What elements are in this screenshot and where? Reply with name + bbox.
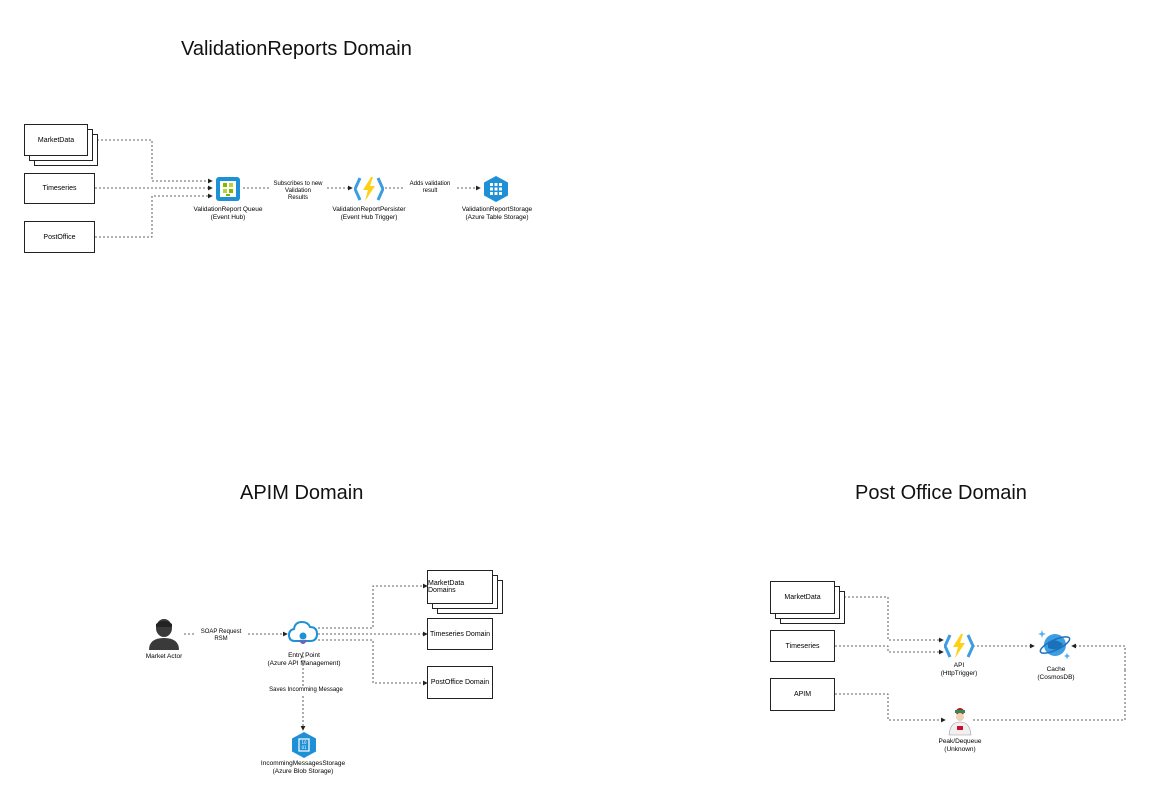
target-timeseries-box: Timeseries Domain — [427, 618, 493, 650]
azure-function-icon — [354, 177, 384, 201]
event-hub-type: (Event Hub) — [210, 214, 246, 222]
cache-name: Cache — [1046, 666, 1066, 673]
po-source-timeseries-box: Timeseries — [770, 630, 835, 662]
validation-domain-title: ValidationReports Domain — [181, 38, 412, 60]
source-postoffice-box: PostOffice — [24, 221, 95, 253]
api-name: API — [953, 662, 965, 669]
table-storage-type: (Azure Table Storage) — [465, 214, 529, 222]
entry-point-name: Entry Point — [288, 652, 320, 659]
edge-label-adds: Adds validation result — [405, 181, 455, 196]
api-label: API (HttpTrigger) — [929, 662, 989, 678]
http-trigger-function-icon — [944, 634, 974, 658]
source-marketdata-box: MarketData — [24, 124, 88, 156]
source-timeseries-box: Timeseries — [24, 173, 95, 204]
postoffice-domain-title: Post Office Domain — [855, 482, 1027, 504]
blob-storage-type: (Azure Blob Storage) — [272, 768, 334, 776]
peek-name: Peak/Dequeue — [938, 738, 982, 745]
market-actor-label: Market Actor — [145, 653, 183, 660]
cosmosdb-icon — [1038, 630, 1071, 659]
peek-label: Peak/Dequeue (Unknown) — [924, 738, 996, 754]
user-icon — [149, 619, 179, 650]
edge-label-soap-line1: SOAP Request — [200, 629, 242, 635]
po-source-marketdata-stack: MarketData — [770, 581, 846, 625]
persister-label: ValidationReportPersister (Event Hub Tri… — [326, 206, 412, 222]
blob-storage-label: IncommingMessagesStorage (Azure Blob Sto… — [255, 760, 351, 776]
apim-domain-title: APIM Domain — [240, 482, 364, 504]
edge-label-subscribe-line3: Results — [287, 195, 308, 202]
persister-type: (Event Hub Trigger) — [340, 214, 398, 222]
peek-type: (Unknown) — [944, 746, 976, 754]
svg-text:01: 01 — [301, 745, 307, 750]
edge-label-soap-line2: RSM — [214, 636, 228, 643]
source-marketdata-stack: MarketData — [24, 124, 98, 166]
target-postoffice-box: PostOffice Domain — [427, 666, 493, 699]
table-storage-name: ValidationReportStorage — [461, 206, 533, 213]
target-marketdata-box: MarketData Domains — [427, 570, 493, 604]
entry-point-type: (Azure API Management) — [267, 660, 341, 668]
blob-storage-name: IncommingMessagesStorage — [260, 760, 346, 767]
api-management-icon — [288, 620, 318, 644]
po-source-marketdata-box: MarketData — [770, 581, 835, 614]
api-type: (HttpTrigger) — [940, 670, 978, 678]
blob-storage-icon: 10 01 — [292, 732, 316, 758]
edge-label-adds-line1: Adds validation — [409, 181, 451, 187]
edge-label-subscribe-line2: Validation — [285, 188, 311, 195]
cache-label: Cache (CosmosDB) — [1026, 666, 1086, 682]
entry-point-label: Entry Point (Azure API Management) — [262, 652, 346, 668]
edge-label-soap: SOAP Request RSM — [196, 629, 246, 644]
unknown-service-icon — [948, 708, 972, 736]
edge-label-subscribe-line1: Subscribes to new — [273, 181, 323, 187]
table-storage-icon — [484, 176, 508, 202]
persister-name: ValidationReportPersister — [332, 206, 406, 213]
svg-text:10: 10 — [301, 740, 307, 745]
edge-label-saves: Saves Incomming Message — [266, 687, 346, 695]
edge-label-adds-line2: result — [422, 188, 438, 195]
cache-type: (CosmosDB) — [1037, 674, 1075, 682]
event-hub-name: ValidationReport Queue — [193, 206, 263, 213]
event-hub-label: ValidationReport Queue (Event Hub) — [188, 206, 268, 222]
target-marketdata-stack: MarketData Domains — [427, 570, 503, 614]
table-storage-label: ValidationReportStorage (Azure Table Sto… — [452, 206, 542, 222]
po-source-apim-box: APIM — [770, 678, 835, 711]
event-hub-icon — [216, 177, 240, 201]
edge-label-subscribe: Subscribes to new Validation Results — [271, 181, 325, 203]
